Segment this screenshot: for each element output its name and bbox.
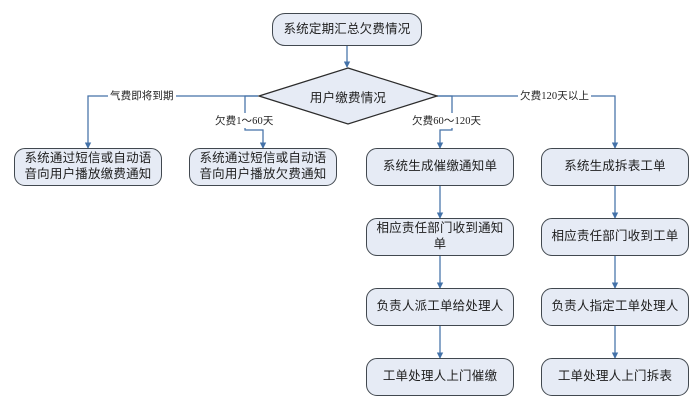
node-start[interactable]: 系统定期汇总欠费情况 (272, 13, 422, 46)
node-c4-step-4-label: 工单处理人上门拆表 (557, 369, 673, 384)
node-c3-step-1[interactable]: 系统生成催缴通知单 (366, 148, 514, 186)
node-c3-step-1-label: 系统生成催缴通知单 (382, 159, 498, 174)
edge-label-branch-2: 欠费1～60天 (213, 113, 276, 128)
edge-label-branch-1: 气费即将到期 (108, 88, 176, 103)
node-c2-step-1[interactable]: 系统通过短信或自动语音向用户播放欠费通知 (189, 148, 337, 186)
node-c3-step-2[interactable]: 相应责任部门收到通知单 (366, 218, 514, 256)
node-c4-step-3-label: 负责人指定工单处理人 (551, 299, 679, 314)
node-c4-step-1[interactable]: 系统生成拆表工单 (541, 148, 689, 186)
node-c4-step-3[interactable]: 负责人指定工单处理人 (541, 288, 689, 326)
edge-label-branch-4: 欠费120天以上 (518, 88, 592, 103)
node-c3-step-4[interactable]: 工单处理人上门催缴 (366, 358, 514, 396)
node-start-label: 系统定期汇总欠费情况 (283, 21, 411, 36)
node-c4-step-4[interactable]: 工单处理人上门拆表 (541, 358, 689, 396)
node-c3-step-4-label: 工单处理人上门催缴 (382, 369, 498, 384)
node-c1-step-1[interactable]: 系统通过短信或自动语音向用户播放缴费通知 (14, 148, 162, 186)
node-c4-step-1-label: 系统生成拆表工单 (564, 159, 666, 174)
node-decision-label: 用户缴费情况 (309, 90, 387, 105)
node-decision[interactable]: 用户缴费情况 (258, 67, 438, 125)
node-c3-step-3-label: 负责人派工单给处理人 (376, 299, 504, 314)
diamond-shape (258, 67, 438, 125)
node-c3-step-2-label: 相应责任部门收到通知单 (376, 221, 504, 251)
node-c4-step-2[interactable]: 相应责任部门收到工单 (541, 218, 689, 256)
node-c2-step-1-label: 系统通过短信或自动语音向用户播放欠费通知 (199, 151, 327, 181)
node-c3-step-3[interactable]: 负责人派工单给处理人 (366, 288, 514, 326)
node-c4-step-2-label: 相应责任部门收到工单 (551, 229, 679, 244)
node-c1-step-1-label: 系统通过短信或自动语音向用户播放缴费通知 (24, 151, 152, 181)
edge-label-branch-3: 欠费60～120天 (410, 113, 484, 128)
